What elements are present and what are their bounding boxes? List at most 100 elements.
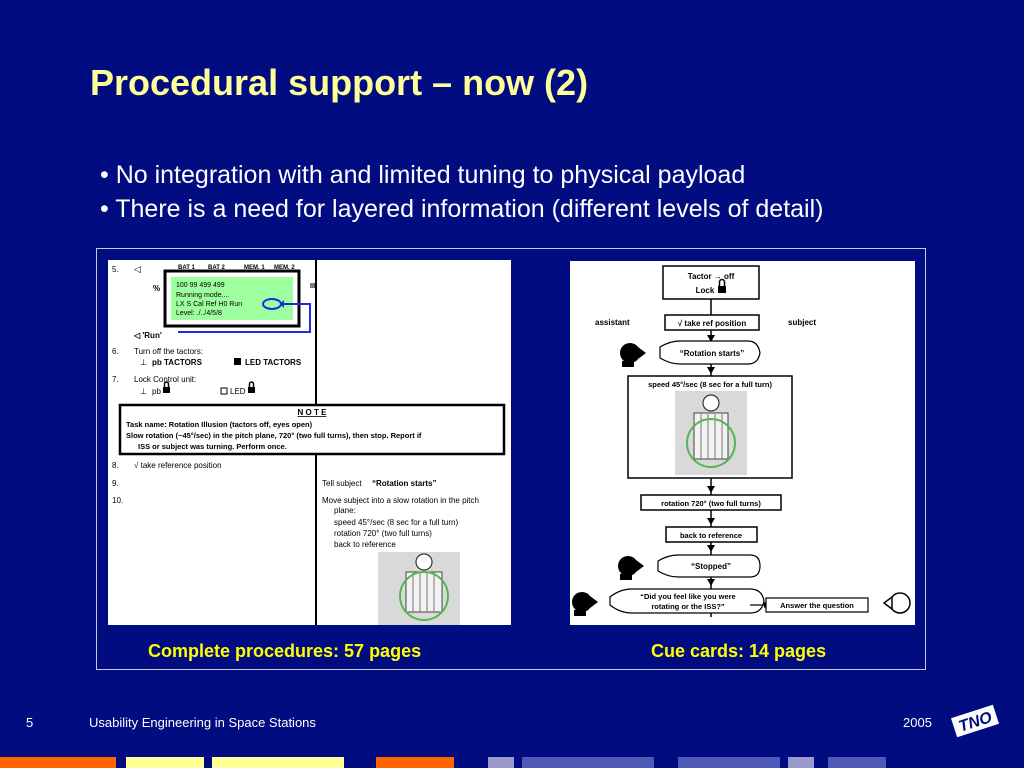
- lock-icon: [718, 286, 726, 293]
- person-head-icon: [702, 394, 720, 412]
- led-on-icon: [234, 358, 241, 365]
- step-text: plane:: [334, 506, 356, 515]
- arrowhead-icon: [707, 518, 715, 525]
- speech-bubble-icon: [659, 340, 761, 365]
- display-percent: %: [153, 284, 160, 293]
- cue-text: rotation 720° (two full turns): [661, 499, 761, 508]
- back-to-reference-box: [665, 526, 758, 543]
- speech-bubble-icon: [657, 554, 761, 578]
- take-ref-box: [664, 314, 760, 331]
- display-line: Running mode....: [176, 292, 229, 299]
- arrowhead-icon: [280, 300, 284, 308]
- tno-logo: TNO: [950, 704, 1000, 738]
- display-line: Level: ./../4/5/8: [176, 310, 222, 317]
- arrowhead-icon: [707, 579, 715, 586]
- slide-title: Procedural support – now (2): [90, 62, 589, 103]
- step-detail: LED: [230, 387, 246, 396]
- subject-rotation-photo: [675, 391, 747, 475]
- cue-text: Answer the question: [780, 601, 854, 610]
- step-text: Turn off the tactors:: [134, 347, 203, 356]
- illustration-frame: 5. ◁ BAT 1 BAT 2 MEM. 1 MEM. 2 % III 100…: [96, 248, 926, 670]
- note-header: N O T E: [298, 408, 328, 417]
- lock-icon: [163, 387, 170, 393]
- tactor-off-box: [662, 265, 760, 300]
- arrowhead-icon: [707, 335, 715, 342]
- step-number: 7.: [112, 375, 119, 384]
- speaking-head-icon: [618, 556, 644, 580]
- bullet-item: • There is a need for layered informatio…: [100, 195, 824, 223]
- arrowhead-icon: [707, 367, 715, 374]
- caption-complete-procedures: Complete procedures: 57 pages: [148, 641, 422, 661]
- footer-bar: [488, 757, 514, 768]
- cue-text: √ take ref position: [678, 319, 747, 328]
- pushbutton-icon: ⊥: [140, 358, 147, 367]
- caption-cue-cards: Cue cards: 14 pages: [651, 641, 827, 661]
- footer-bar: [828, 757, 886, 768]
- procedure-page-image: 5. ◁ BAT 1 BAT 2 MEM. 1 MEM. 2 % III 100…: [108, 260, 511, 625]
- cue-text: back to reference: [680, 531, 742, 540]
- step-number: 5.: [112, 265, 119, 274]
- note-line: ISS or subject was turning. Perform once…: [138, 442, 287, 451]
- arrowhead-icon: [707, 545, 715, 552]
- footer-text: Usability Engineering in Space Stations: [89, 715, 316, 730]
- cue-card-image: Tactor → off Lock assistant subject √ ta…: [570, 261, 915, 625]
- lock-icon-shackle: [163, 381, 170, 387]
- step-detail: LED TACTORS: [245, 358, 302, 367]
- cue-text: “Rotation starts”: [680, 349, 744, 358]
- display-header: MEM. 1: [244, 265, 265, 271]
- person-body-icon: [405, 571, 443, 613]
- note-box: [118, 403, 506, 456]
- arrowhead-icon: [707, 486, 715, 493]
- rotation-box: [640, 494, 782, 511]
- note-line: Slow rotation (~45°/sec) in the pitch pl…: [126, 431, 422, 440]
- footer-bar: [678, 757, 780, 768]
- footer-bar: [126, 757, 204, 768]
- footer-bar: [212, 757, 344, 768]
- step-number: 10.: [112, 496, 123, 505]
- step-text: Lock Control unit:: [134, 375, 196, 384]
- step-quote: “Rotation starts”: [372, 479, 436, 488]
- lock-icon: [248, 387, 255, 393]
- lock-icon-shackle: [718, 278, 726, 286]
- display-line: LX S Cal Ref H0 Run: [176, 301, 242, 308]
- display-right-mark: III: [310, 283, 316, 290]
- page-number: 5: [26, 715, 34, 730]
- cue-card-flowchart: Tactor → off Lock assistant subject √ ta…: [572, 265, 911, 617]
- step-text: √ take reference position: [134, 461, 222, 470]
- speech-bubble-icon: [609, 588, 765, 614]
- cue-text: Tactor → off: [688, 272, 735, 281]
- highlight-connector: [178, 303, 311, 333]
- step-text: rotation 720° (two full turns): [334, 529, 432, 538]
- step-text: Move subject into a slow rotation in the…: [322, 496, 479, 505]
- rotation-circle-icon: [399, 571, 449, 621]
- subject-label: subject: [788, 318, 816, 327]
- bullet-list: • No integration with and limited tuning…: [100, 158, 824, 226]
- footer-bar: [788, 757, 814, 768]
- rotation-circle-icon: [686, 418, 736, 468]
- footer-year: 2005: [903, 715, 932, 730]
- step-text: speed 45°/sec (8 sec for a full turn): [334, 518, 458, 527]
- display-header: BAT 2: [208, 265, 226, 271]
- footer-bar: [0, 757, 116, 768]
- step-text: Tell subject: [322, 479, 362, 488]
- step-text: back to reference: [334, 540, 396, 549]
- assistant-label: assistant: [595, 318, 630, 327]
- footer-bar: [376, 757, 454, 768]
- bullet-item: • No integration with and limited tuning…: [100, 161, 746, 189]
- speaking-head-icon: [620, 343, 646, 367]
- step-number: 8.: [112, 461, 119, 470]
- display-header: MEM. 2: [274, 265, 295, 271]
- cue-text: rotating or the ISS?”: [651, 602, 725, 611]
- step-detail: pb TACTORS: [152, 358, 203, 367]
- led-off-icon: [220, 387, 228, 395]
- lock-icon-shackle: [248, 381, 255, 387]
- pointer-icon: ◁: [134, 264, 141, 274]
- cue-text: Lock: [696, 286, 715, 295]
- speaking-head-icon: [572, 592, 598, 616]
- display-header: BAT 1: [178, 265, 196, 271]
- cue-text: “Did you feel like you were: [640, 592, 735, 601]
- run-label: ◁ 'Run': [133, 331, 162, 340]
- note-line: Task name: Rotation Illusion (tactors of…: [126, 420, 313, 429]
- procedure-page-graphic: 5. ◁ BAT 1 BAT 2 MEM. 1 MEM. 2 % III 100…: [112, 260, 506, 625]
- person-head-icon: [415, 553, 433, 571]
